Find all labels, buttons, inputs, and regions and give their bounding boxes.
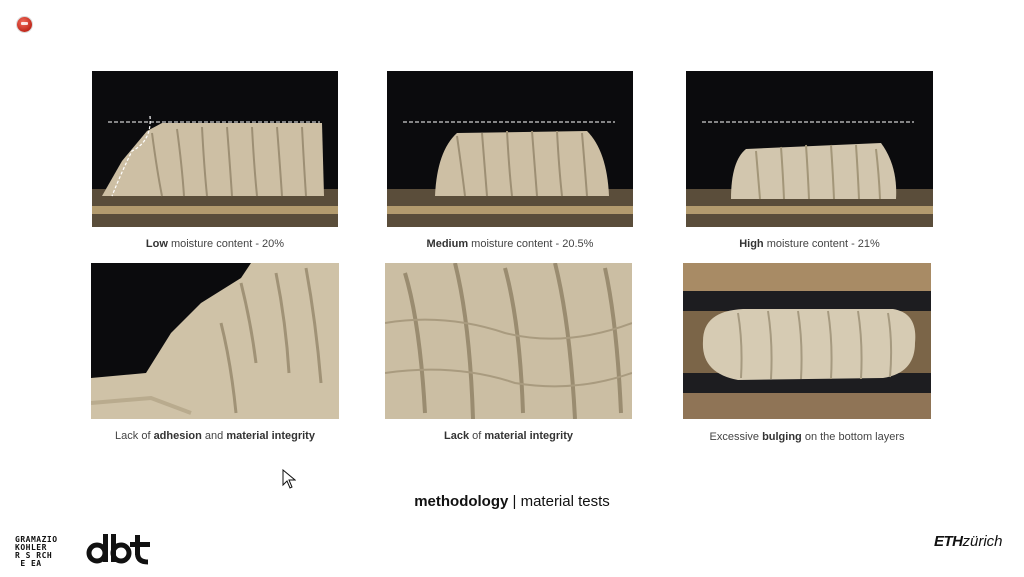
- photo-lack-integrity: [385, 263, 632, 419]
- photo-low-moisture: [92, 71, 338, 227]
- dbt-logo: [86, 532, 154, 571]
- caption-lack-integrity: Lack of material integrity: [443, 430, 573, 442]
- photo-high-moisture: [686, 71, 933, 227]
- gramazio-kohler-logo: GRAMAZIO KOHLER R S RCH E EA: [15, 535, 58, 568]
- photo-medium-moisture: [387, 71, 633, 227]
- eth-zurich-logo: ETHzürich: [934, 533, 1003, 550]
- slide-title: methodology | material tests: [414, 493, 610, 510]
- record-icon[interactable]: [17, 17, 32, 32]
- caption-medium: Medium moisture content - 20.5%: [426, 238, 594, 250]
- caption-lack-adhesion: Lack of adhesion and material integrity: [115, 430, 315, 442]
- caption-high: High moisture content - 21%: [739, 238, 880, 250]
- photo-bulging: [683, 263, 931, 419]
- photo-lack-adhesion: [91, 263, 339, 419]
- caption-low: Low moisture content - 20%: [145, 238, 285, 250]
- dbt-logo-mark: [86, 534, 150, 565]
- mouse-cursor-icon: [282, 469, 296, 489]
- caption-bulging: Excessive bulging on the bottom layers: [709, 431, 905, 443]
